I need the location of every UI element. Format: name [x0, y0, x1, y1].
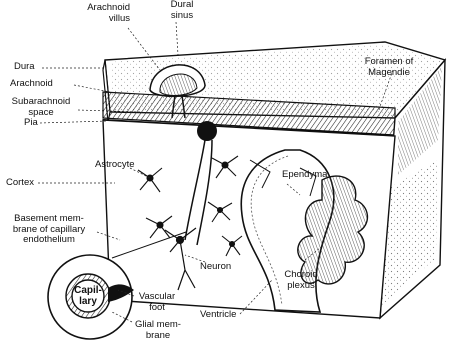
label-pia: Pia [24, 118, 38, 129]
label-arachnoid: Arachnoid [10, 79, 53, 90]
label-cortex: Cortex [6, 178, 34, 189]
label-choroid-plexus: Choroid plexus [276, 270, 326, 291]
subarachnoid-vessel [197, 121, 217, 141]
label-subarachnoid-space: Subarachnoid space [2, 97, 80, 118]
label-ependyma: Ependyma [282, 170, 327, 181]
label-capillary: Capil- lary [70, 286, 106, 307]
label-vascular-foot: Vascular foot [134, 292, 180, 313]
label-dural-sinus: Dural sinus [162, 0, 202, 21]
label-dura: Dura [14, 62, 35, 73]
label-neuron: Neuron [200, 262, 231, 273]
label-ventricle: Ventricle [200, 310, 236, 321]
label-arachnoid-villus: Arachnoid villus [70, 3, 130, 24]
label-astrocyte: Astrocyte [95, 160, 135, 171]
label-glial-membrane: Glial mem- brane [130, 320, 186, 341]
label-foramen-of-magendie: Foramen of Magendie [354, 57, 424, 78]
label-basement-membrane: Basement mem- brane of capillary endothe… [0, 214, 98, 246]
